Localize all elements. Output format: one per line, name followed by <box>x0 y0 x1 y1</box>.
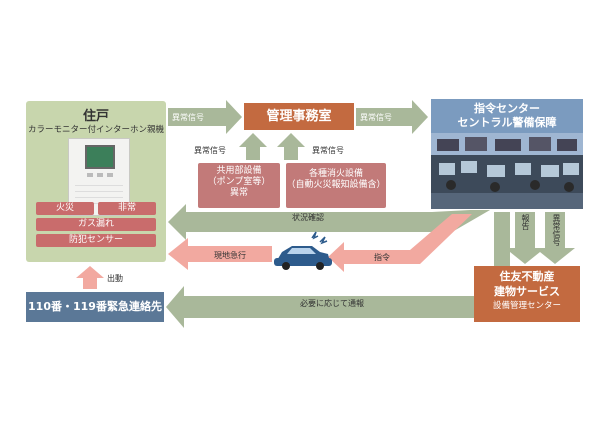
label-mgmt-to-center: 異常信号 <box>360 113 392 122</box>
arrow-dispatch <box>76 266 104 289</box>
sumitomo-line2: 建物サービス <box>494 285 560 298</box>
arrow-shared-up <box>239 133 267 160</box>
shared-eq-line1: 共用部設備 <box>216 166 262 176</box>
label-shared-up: 異常信号 <box>194 146 226 155</box>
shared-eq-line3: 異常 <box>229 188 248 198</box>
arrow-abnormal-down <box>535 212 575 264</box>
sumitomo-line1: 住友不動産 <box>499 270 555 283</box>
arrow-command <box>328 214 472 272</box>
command-center-line1: 指令センター <box>474 102 540 115</box>
label-rush: 現地急行 <box>214 251 246 260</box>
command-center-photo <box>431 133 583 209</box>
label-fire-up: 異常信号 <box>312 146 344 155</box>
arrow-report <box>505 212 545 264</box>
arrow-res-to-mgmt <box>168 100 242 134</box>
label-status-check: 状況確認 <box>292 213 324 222</box>
alarm-gas-leak: ガス漏れ <box>36 218 156 231</box>
arrow-status-check <box>168 204 490 240</box>
residence-title: 住戸 <box>82 109 109 124</box>
fire-eq-line2: （自動火災報知設備含） <box>286 180 386 190</box>
alarm-fire: 火災 <box>36 202 94 215</box>
arrow-notify <box>166 212 510 328</box>
alarm-emergency: 非常 <box>98 202 156 215</box>
management-office: 管理事務室 <box>244 103 354 130</box>
fire-equipment-box: 各種消火設備 （自動火災報知設備含） <box>286 163 386 208</box>
label-abnormal: 異常信号 <box>552 214 561 246</box>
command-center-line2: セントラル警備保障 <box>457 116 557 129</box>
sumitomo-box: 住友不動産 建物サービス 設備管理センター <box>474 266 580 322</box>
command-center-title: 指令センター セントラル警備保障 <box>431 102 583 130</box>
fire-eq-line1: 各種消火設備 <box>308 169 363 179</box>
label-res-to-mgmt: 異常信号 <box>172 113 204 122</box>
label-dispatch: 出動 <box>107 274 123 283</box>
label-command: 指令 <box>374 253 390 262</box>
arrow-fire-up <box>277 133 305 160</box>
emergency-contact-box: 110番・119番緊急連絡先 <box>26 292 164 322</box>
residence-box: 住戸 カラーモニター付インターホン親機 火災 非常 ガス漏れ 防犯センサー <box>26 101 166 262</box>
alarm-security-sensor: 防犯センサー <box>36 234 156 247</box>
patrol-car-icon <box>274 231 332 270</box>
sumitomo-line3: 設備管理センター <box>492 301 561 311</box>
label-notify: 必要に応じて通報 <box>300 299 364 308</box>
shared-equipment-box: 共用部設備 （ポンプ室等） 異常 <box>198 163 280 208</box>
residence-subtitle: カラーモニター付インターホン親機 <box>27 125 164 135</box>
arrow-rush <box>168 238 272 270</box>
label-report: 報告 <box>521 214 530 230</box>
shared-eq-line2: （ポンプ室等） <box>207 177 271 187</box>
arrow-mgmt-to-center <box>356 100 428 134</box>
command-center-box: 指令センター セントラル警備保障 <box>431 99 583 209</box>
